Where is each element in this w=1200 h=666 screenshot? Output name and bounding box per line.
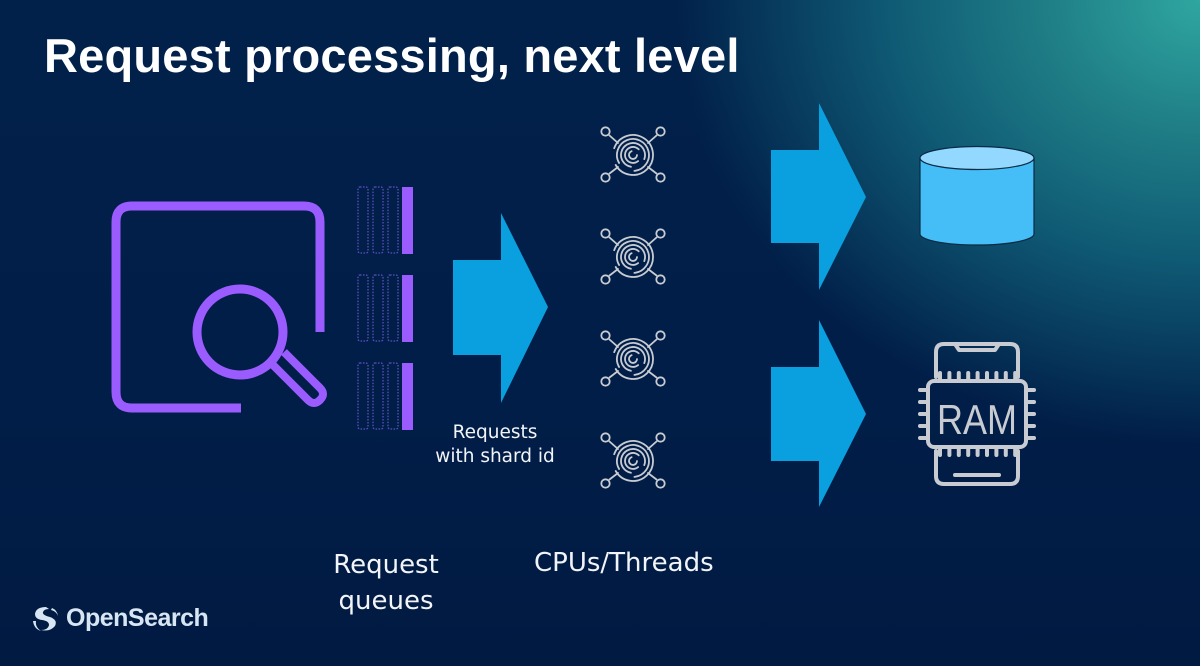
queue-slot-empty [357,274,369,342]
cpus-threads-label: CPUs/Threads [534,548,714,578]
shard-label-line1: Requests [452,422,538,443]
queue-slot-empty [357,186,369,254]
request-queue-icon [357,362,413,430]
request-queue-icon [357,186,413,254]
slide-title: Request processing, next level [44,29,740,82]
queue-slot-empty [387,274,399,342]
queue-slot-empty [372,362,384,430]
search-document-icon [111,201,327,413]
cpu-thread-icon [600,330,666,387]
queue-slot-empty [372,274,384,342]
requests-with-shard-id-label: Requests with shard id [424,421,566,469]
queue-slot-empty [357,362,369,430]
queue-slot-empty [387,186,399,254]
queue-slot-filled [402,363,413,430]
queue-slot-filled [402,187,413,254]
queues-label-line1: Request [333,550,439,580]
request-queue-icon [357,274,413,342]
request-queues-label: Request queues [326,547,446,619]
arrow-to-cpus [453,213,548,403]
arrow-to-database [771,103,866,290]
cpu-thread-icon [600,126,666,183]
opensearch-logo-icon [33,606,58,631]
request-queues-icon-group [357,186,413,430]
queues-label-line2: queues [338,586,434,616]
queue-slot-filled [402,275,413,342]
queue-slot-empty [372,186,384,254]
shard-label-line2: with shard id [435,446,555,467]
opensearch-logo: OpenSearch [30,604,209,633]
cpu-thread-icon [600,432,666,489]
database-icon [919,145,1035,246]
ram-label: RAM [937,396,1017,443]
cpu-icon-group [600,126,666,489]
arrow-to-ram [771,320,866,507]
opensearch-logo-text: OpenSearch [66,604,209,632]
ram-chip-icon: RAM [918,342,1036,486]
queue-slot-empty [387,362,399,430]
cpu-thread-icon [600,228,666,285]
